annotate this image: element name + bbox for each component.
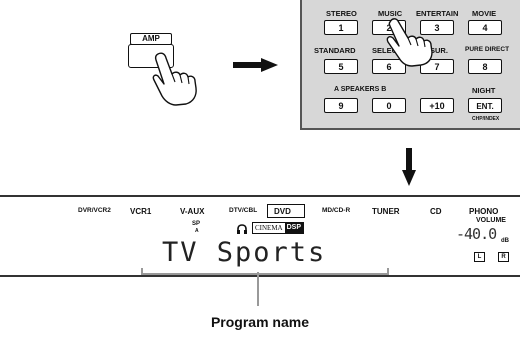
key-0[interactable]: 0 <box>372 98 406 113</box>
key-5[interactable]: 5 <box>324 59 358 74</box>
key-label-pure-direct: PURE DIRECT <box>465 46 510 53</box>
pointing-hand-icon-keypad <box>386 18 433 67</box>
dsp-label: DSP <box>284 223 304 233</box>
key-9[interactable]: 9 <box>324 98 358 113</box>
source-dvd: DVD <box>274 207 291 216</box>
source-tuner: TUNER <box>372 207 400 216</box>
key-label-music: MUSIC <box>378 9 403 18</box>
arrow-right-icon <box>233 58 278 72</box>
right-channel-indicator: R <box>498 252 509 262</box>
sp-indicator: SP <box>192 221 201 227</box>
source-dvr-vcr2: DVR/VCR2 <box>78 207 111 214</box>
key-label-movie: MOVIE <box>472 9 497 18</box>
key-8[interactable]: 8 <box>468 59 502 74</box>
cinema-label: CINEMA <box>255 224 283 232</box>
caption-leader-line <box>257 272 259 306</box>
arrow-down-icon <box>402 148 416 186</box>
source-v-aux: V-AUX <box>180 207 205 216</box>
left-channel-indicator: L <box>474 252 485 262</box>
key-label-night: NIGHT <box>472 86 496 95</box>
cinema-dsp-badge: CINEMA DSP <box>252 222 305 234</box>
program-name-text: TV Sports <box>162 237 327 268</box>
key-4[interactable]: 4 <box>468 20 502 35</box>
source-cd: CD <box>430 207 442 216</box>
remote-keypad: STEREO MUSIC ENTERTAIN MOVIE 1 2 3 4 STA… <box>300 0 520 130</box>
source-dtv-cbl: DTV/CBL <box>229 207 258 214</box>
source-md-cd-r: MD/CD-R <box>322 207 351 214</box>
volume-label: VOLUME <box>476 217 506 224</box>
source-vcr1: VCR1 <box>130 207 152 216</box>
pointing-hand-icon <box>152 52 197 106</box>
key-label-stereo: STEREO <box>326 9 357 18</box>
volume-value: -40.0 <box>456 225 497 243</box>
front-panel-display: DVR/VCR2 VCR1 V-AUX DTV/CBL DVD MD/CD-R … <box>0 195 520 277</box>
key-ent[interactable]: ENT. <box>468 98 502 113</box>
key-label-standard: STANDARD <box>314 46 356 55</box>
program-bracket <box>141 268 389 275</box>
key-7[interactable]: 7 <box>420 59 454 74</box>
key-plus10[interactable]: +10 <box>420 98 454 113</box>
headphone-icon <box>237 224 247 234</box>
key-label-entertain: ENTERTAIN <box>416 9 459 18</box>
active-source-frame <box>267 204 305 218</box>
a-indicator: A <box>195 228 199 234</box>
key-3[interactable]: 3 <box>420 20 454 35</box>
source-phono: PHONO <box>469 207 499 216</box>
db-label: dB <box>501 238 509 244</box>
key-1[interactable]: 1 <box>324 20 358 35</box>
key-label-sur: SUR. <box>430 46 448 55</box>
key-6[interactable]: 6 <box>372 59 406 74</box>
key-label-select: SELECT <box>372 46 402 55</box>
chp-index-label: CHP/INDEX <box>472 116 500 122</box>
key-label-speakers: A SPEAKERS B <box>334 86 387 93</box>
caption-program-name: Program name <box>210 314 310 330</box>
